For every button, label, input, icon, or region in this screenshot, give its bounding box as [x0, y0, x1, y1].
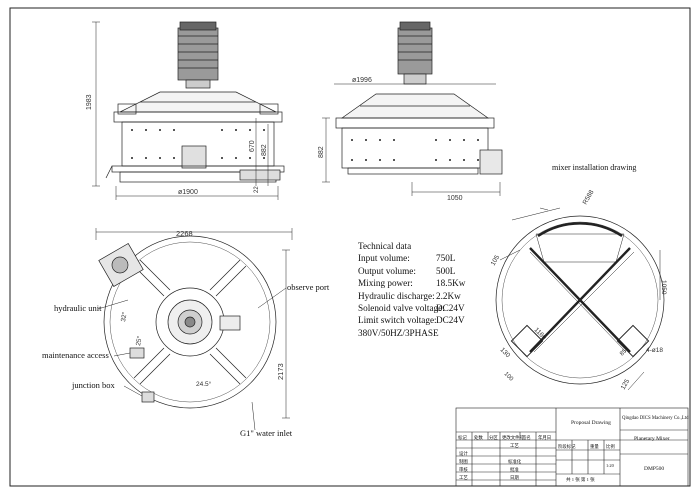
label-water-inlet: G1" water inlet: [240, 428, 293, 438]
tech-label: Solenoid valve voltage:: [358, 302, 445, 313]
tech-label: Limit switch voltage:: [358, 315, 437, 326]
power-supply-text: 380V/50HZ/3PHASE: [358, 327, 439, 338]
inst-dim-r588: R588: [582, 189, 596, 206]
inst-dim-85: 85: [619, 348, 628, 357]
front-dim-diameter: ø1900: [178, 189, 198, 196]
front-dim-height: 1983: [86, 94, 93, 110]
inst-dim-105: 105: [490, 254, 502, 267]
tb-header: 标记: [458, 435, 467, 440]
tb-row-left: 审核: [459, 467, 468, 472]
tech-value: 18.5Kw: [436, 278, 466, 289]
inst-dim-4-18: 4-ø18: [646, 347, 663, 354]
tb-col-right: 重量: [590, 444, 599, 449]
front-dim-22: 22: [254, 186, 260, 193]
tb-row-left: 工艺: [459, 475, 468, 480]
tb-col-right: 阶段标记: [558, 444, 576, 449]
installation-drawing: [495, 207, 665, 391]
tb-col-right: 比例: [606, 444, 615, 449]
plan-view: [95, 228, 293, 431]
plan-angle-24: 24.5°: [196, 380, 212, 388]
tb-company: Qingdao DICS Machinery Co.,Ltd: [622, 416, 689, 421]
front-view: [92, 21, 285, 200]
tb-drawing-type: Proposal Drawing: [571, 420, 611, 426]
inst-dim-1160: 1160: [533, 326, 548, 341]
sheet-border: [9, 7, 691, 487]
tech-label: Hydraulic discharge:: [358, 290, 435, 301]
tb-row-mid: 批准: [510, 467, 519, 472]
technical-data-heading: Technical data: [358, 241, 412, 251]
label-maintenance-access: maintenance access: [42, 350, 109, 360]
side-view: [322, 21, 503, 196]
tech-value: DC24V: [436, 315, 465, 326]
inst-dim-130: 130: [499, 346, 512, 359]
plan-angle-32: 32°: [119, 311, 129, 322]
label-junction-box: junction box: [71, 380, 115, 390]
tb-header: 签名: [522, 435, 531, 440]
plan-angle-25: 25°: [134, 335, 144, 346]
inst-dim-100: 100: [503, 371, 515, 383]
label-observe-port: observe port: [287, 282, 330, 292]
tb-row-left: 制图: [459, 459, 468, 464]
tb-row-mid: 日期: [510, 475, 519, 480]
tb-model: DMP500: [644, 466, 665, 472]
tb-header: 更改文件号: [502, 435, 524, 440]
side-dim-width: 1050: [447, 195, 463, 202]
inst-dim-1050: 1050: [660, 280, 667, 295]
tech-value: 500L: [436, 265, 456, 276]
tb-sheet: 共 1 张 第 1 张: [566, 477, 595, 482]
front-dim-882: 882: [261, 144, 268, 156]
tb-row-mid: 标准化: [508, 459, 522, 464]
front-dim-670: 670: [249, 140, 256, 152]
tb-product: Planetary Mixer: [634, 436, 670, 442]
tech-value: 2.2Kw: [436, 290, 461, 301]
tech-value: 750L: [436, 253, 456, 264]
tech-label: Input volume:: [358, 253, 410, 264]
side-dim-height: 882: [318, 146, 325, 158]
tech-label: Output volume:: [358, 265, 416, 276]
tech-label: Mixing power:: [358, 278, 413, 289]
inst-dim-125: 125: [620, 378, 632, 391]
tb-row-mid: 工艺: [510, 443, 519, 448]
side-dim-diameter: ø1996: [352, 77, 372, 84]
plan-dim-depth: 2173: [276, 363, 285, 380]
tb-header: 处数: [474, 435, 483, 440]
installation-title: mixer installation drawing: [552, 163, 636, 172]
tb-header: 年月日: [538, 435, 552, 440]
title-block: [455, 407, 689, 487]
tb-header: 分区: [489, 435, 498, 440]
tech-value: DC24V: [436, 302, 465, 313]
tb-row-left: 设计: [459, 451, 468, 456]
plan-dim-width: 2268: [176, 229, 193, 238]
tb-scale: 1:20: [606, 463, 614, 468]
label-hydraulic-unit: hydraulic unit: [54, 303, 102, 313]
